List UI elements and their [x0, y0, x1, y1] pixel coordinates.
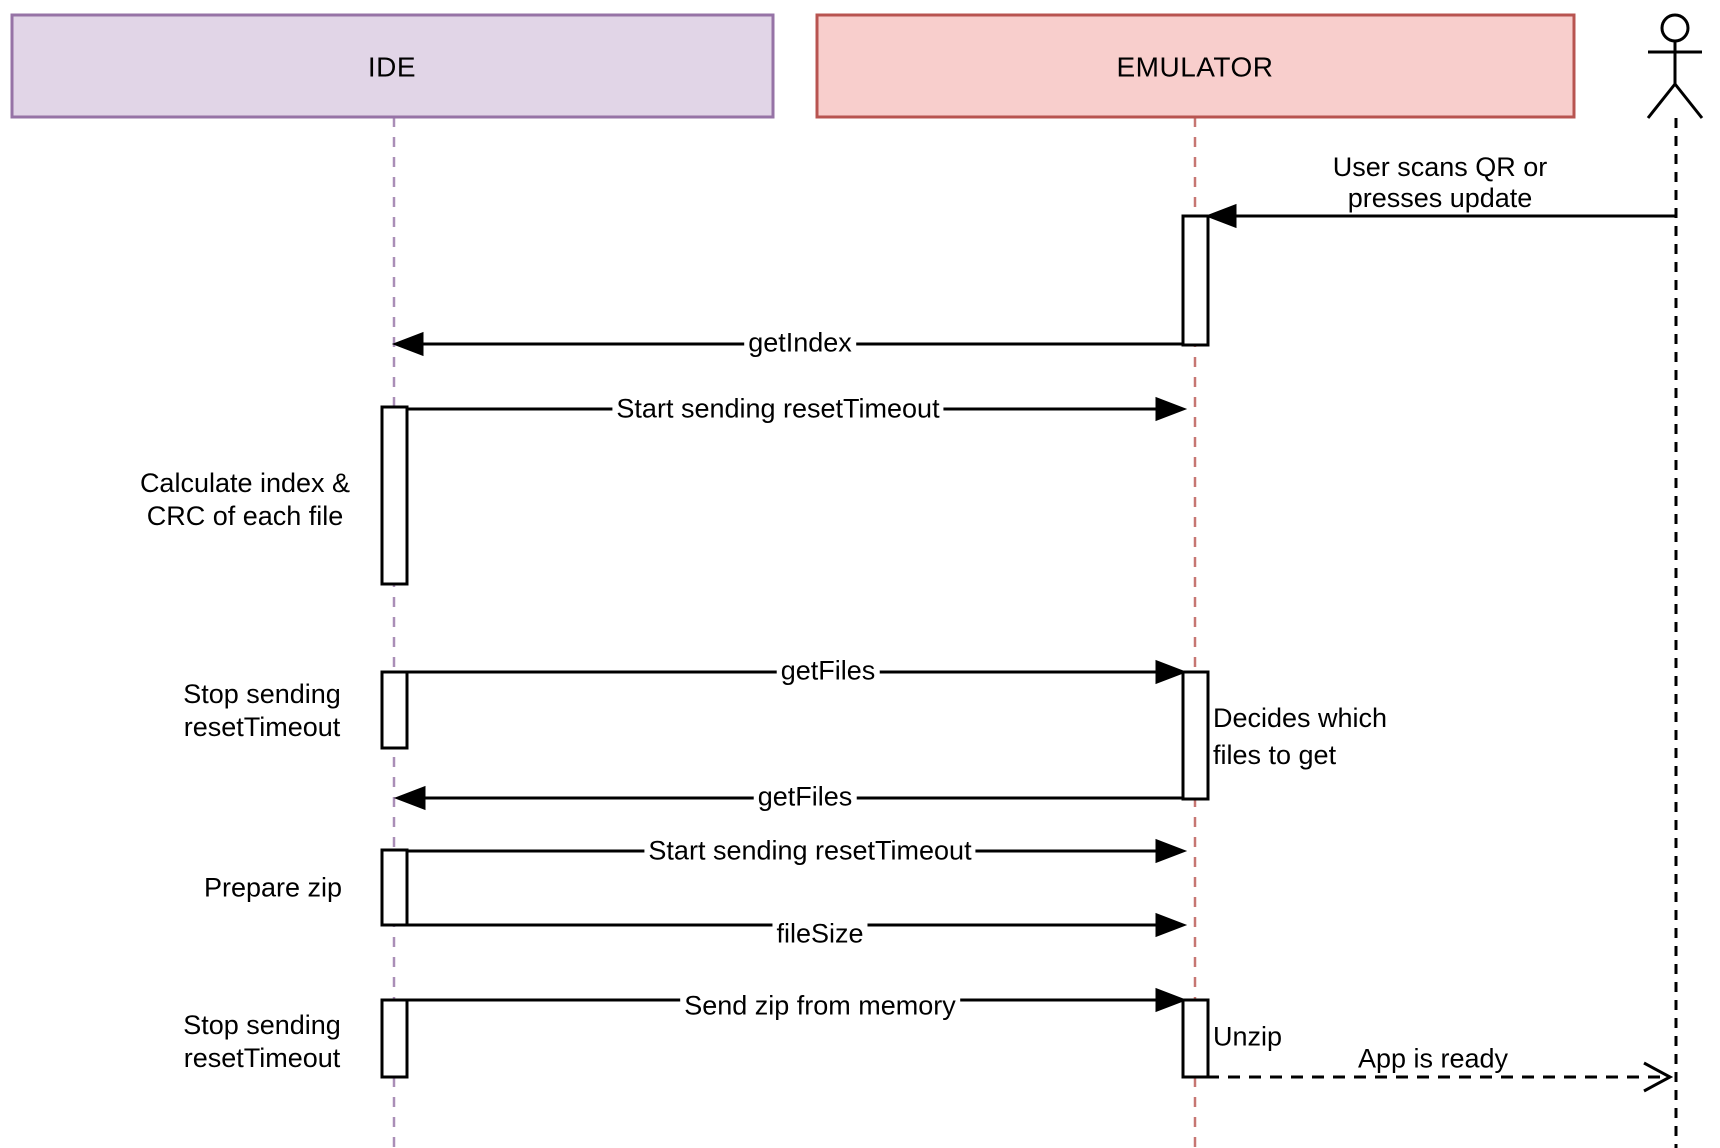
message-label-start-reset-2: Start sending resetTimeout	[644, 834, 976, 868]
message-start-reset-1-arrowhead	[1155, 396, 1188, 422]
message-label-line2: presses update	[1347, 183, 1533, 213]
note-line2: resetTimeout	[183, 1043, 341, 1073]
participant-label-emulator: EMULATOR	[1116, 51, 1274, 83]
message-label-start-reset-1: Start sending resetTimeout	[612, 392, 944, 426]
note-line2: resetTimeout	[183, 712, 341, 742]
ide-participant-box	[10, 13, 775, 119]
note-unzip: Unzip	[1213, 1021, 1283, 1052]
message-label-getindex: getIndex	[744, 326, 856, 360]
message-sendzip-arrowhead	[1155, 987, 1188, 1013]
message-getfiles-arrowhead	[1155, 659, 1188, 685]
note-stop-sending-2: Stop sending resetTimeout	[183, 1009, 341, 1075]
activation-bars	[380, 214, 1210, 1079]
actor-head	[1660, 13, 1690, 43]
emulator-activation-2	[1181, 670, 1210, 801]
note-line1: Calculate index &	[139, 468, 351, 498]
message-label-line1: User scans QR or	[1332, 152, 1548, 182]
note-line1: Decides which	[1213, 703, 1388, 733]
message-user-scans-arrowhead	[1204, 203, 1237, 229]
actor-leg-left	[1646, 83, 1677, 119]
emulator-activation-1	[1181, 214, 1210, 347]
user-actor-icon	[1646, 13, 1704, 119]
message-start-reset-2-arrowhead	[1155, 838, 1188, 864]
note-line2: files to get	[1213, 740, 1337, 770]
message-filesize-arrowhead	[1155, 912, 1188, 938]
ide-activation-1	[380, 405, 409, 586]
message-arrows	[391, 203, 1676, 1093]
message-label-sendzip: Send zip from memory	[680, 989, 960, 1023]
participant-label-ide: IDE	[367, 51, 417, 83]
ide-activation-4	[380, 998, 409, 1079]
message-label-getfiles: getFiles	[776, 654, 880, 688]
emulator-activation-3	[1181, 998, 1210, 1079]
note-stop-sending-1: Stop sending resetTimeout	[183, 678, 341, 744]
note-line1: Stop sending	[183, 1010, 341, 1040]
message-label-user-scans: User scans QR or presses update	[1333, 152, 1548, 214]
message-getindex-arrowhead	[391, 331, 424, 357]
note-prepare-zip: Prepare zip	[203, 872, 343, 903]
note-line2: CRC of each file	[146, 501, 344, 531]
actor-leg-right	[1673, 83, 1704, 119]
message-label-filesize: fileSize	[772, 917, 868, 951]
message-label-app-ready: App is ready	[1357, 1043, 1509, 1074]
note-line1: Stop sending	[183, 679, 341, 709]
message-getfiles-return-arrowhead	[393, 785, 426, 811]
note-decides-files: Decides which files to get	[1213, 700, 1387, 774]
note-calculate-index: Calculate index & CRC of each file	[140, 467, 350, 533]
ide-activation-2	[380, 670, 409, 750]
ide-activation-3	[380, 848, 409, 927]
message-label-getfiles-return: getFiles	[753, 780, 857, 814]
emulator-participant-box	[815, 13, 1576, 119]
message-app-ready-open-arrowhead	[1643, 1061, 1674, 1093]
